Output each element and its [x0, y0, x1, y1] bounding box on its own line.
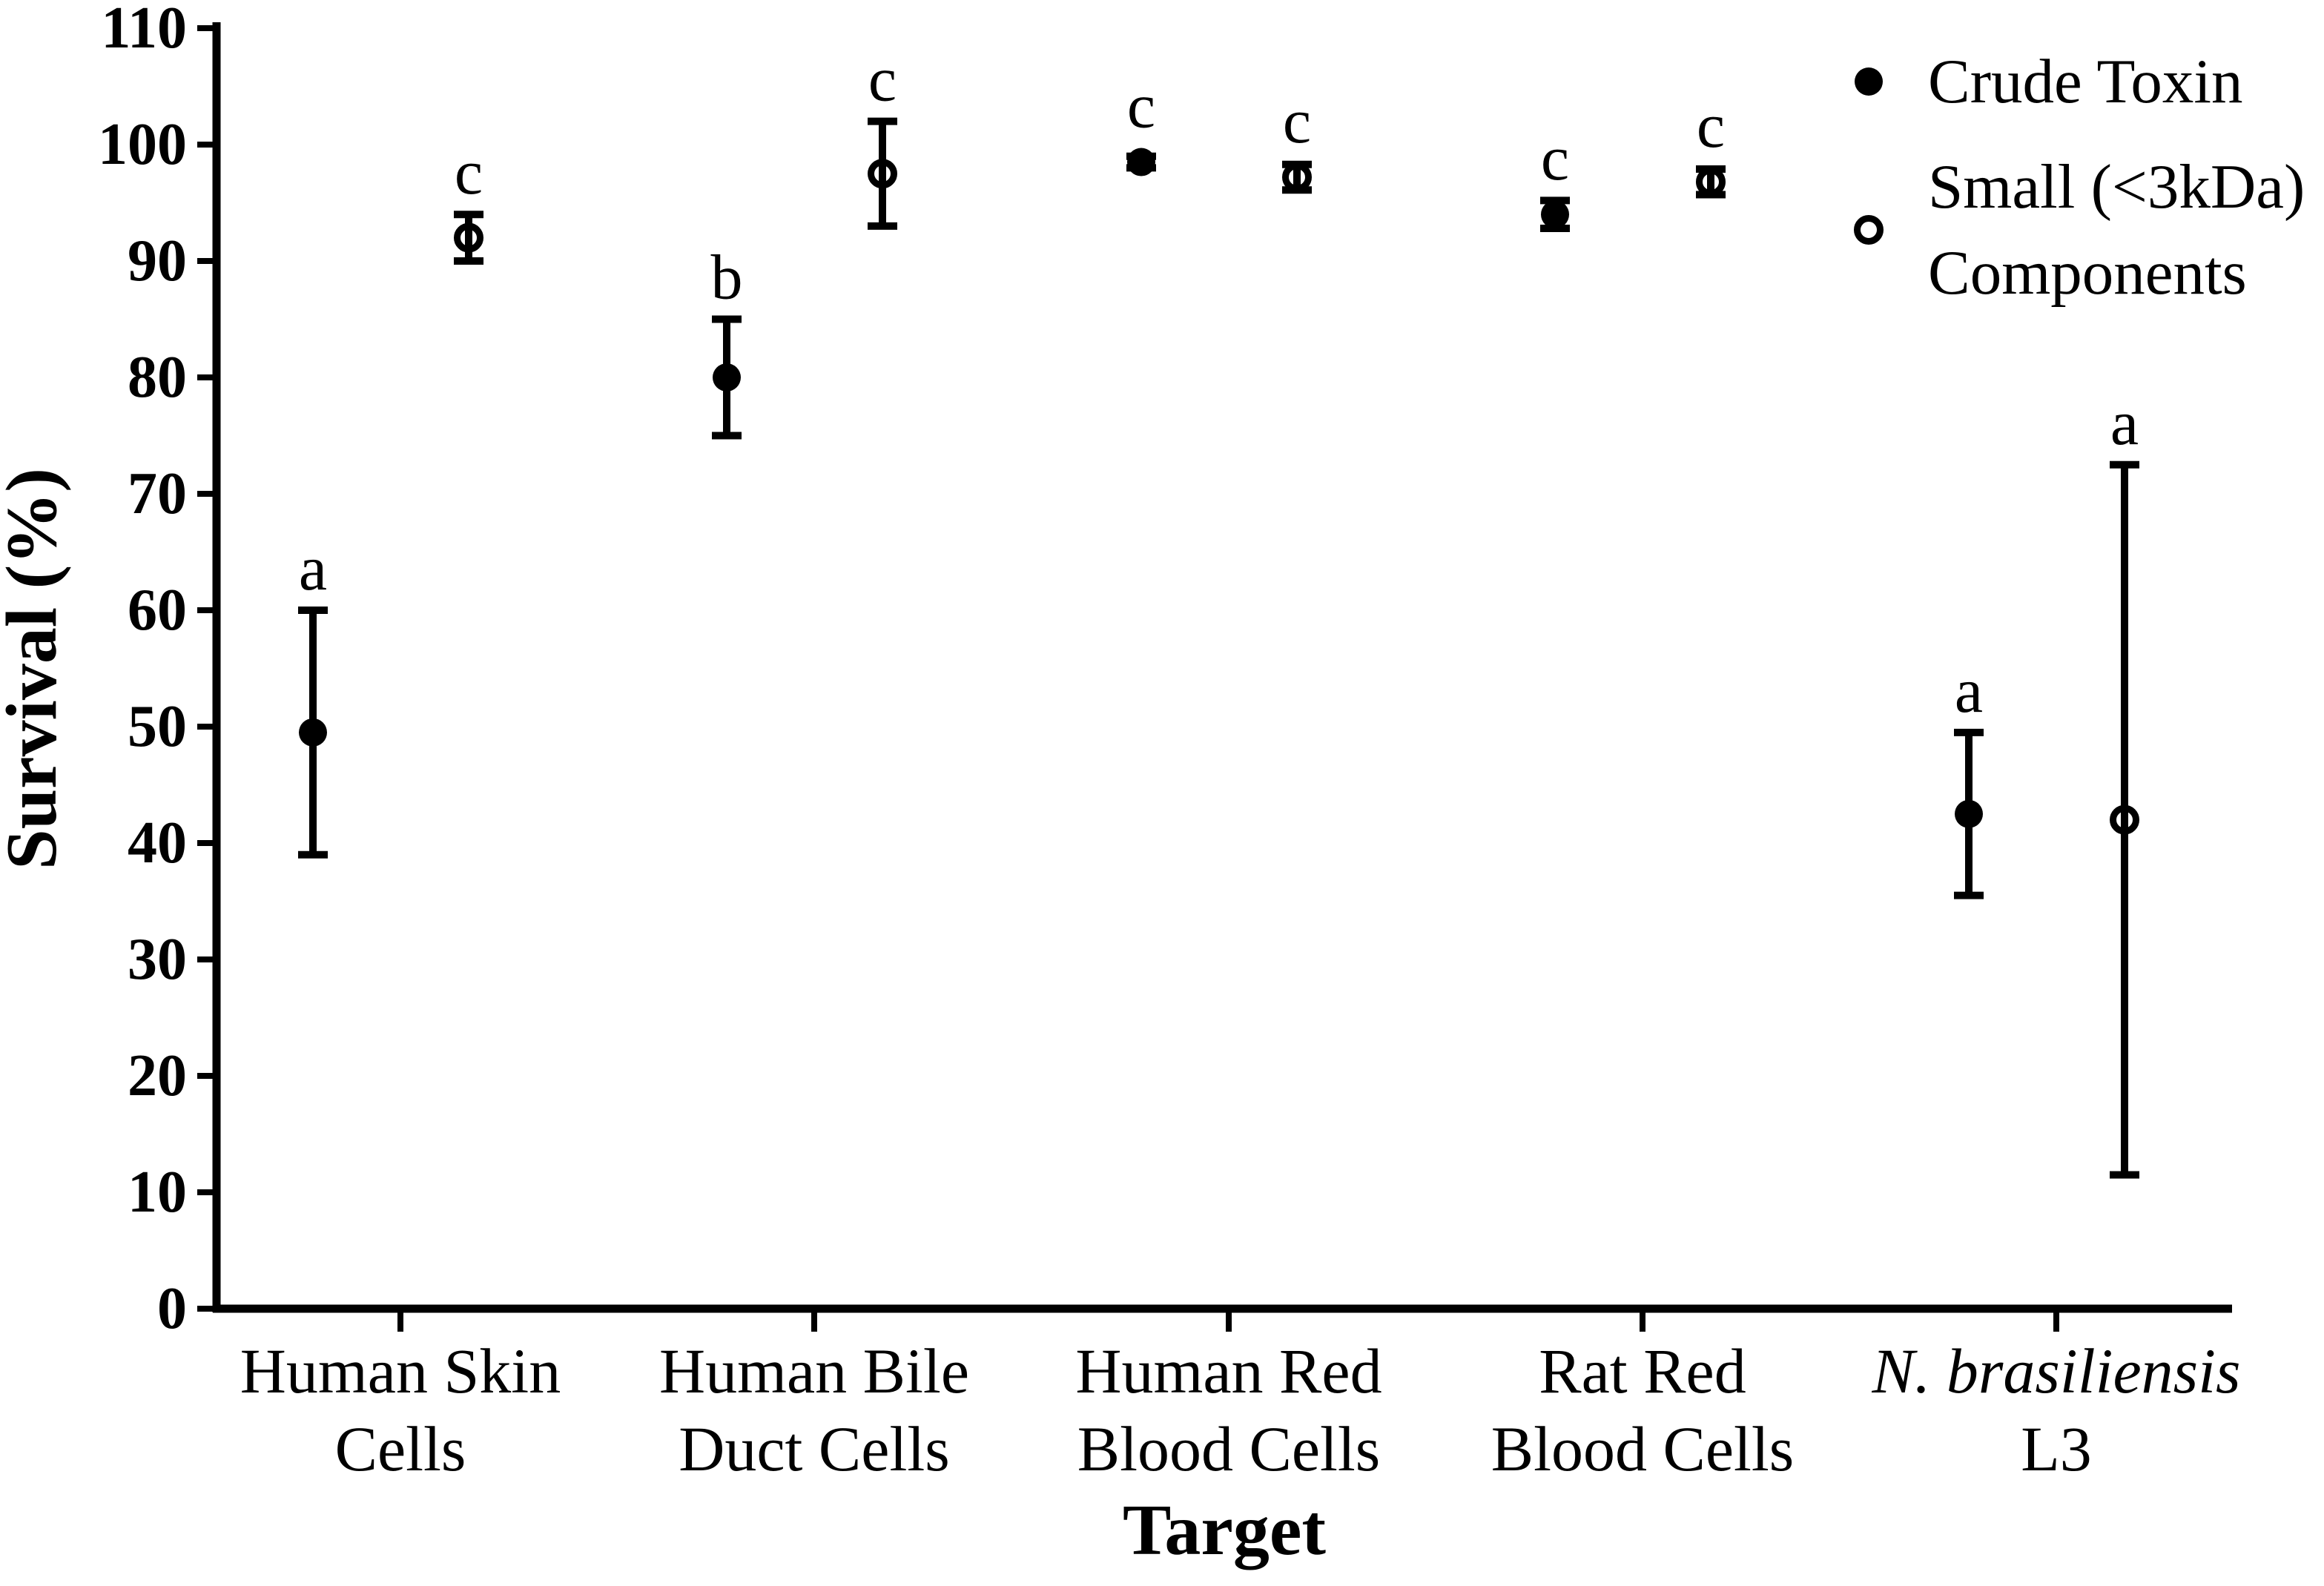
- data-point-group: a: [1954, 655, 1984, 899]
- y-tick-label: 10: [128, 1160, 187, 1225]
- y-tick-label: 30: [128, 927, 187, 992]
- data-point-group: a: [298, 532, 328, 859]
- y-tick-label: 50: [128, 694, 187, 759]
- x-category-label: Human Bile: [659, 1335, 969, 1407]
- significance-letter: a: [1955, 655, 1983, 726]
- x-category-label: N. brasiliensis: [1872, 1335, 2241, 1407]
- x-category-label: Duct Cells: [679, 1413, 949, 1484]
- data-point-group: c: [1540, 122, 1570, 233]
- legend-label: Components: [1928, 238, 2247, 308]
- data-point-group: b: [711, 242, 743, 440]
- legend-label: Crude Toxin: [1928, 47, 2243, 116]
- y-axis-title: Survival (%): [0, 468, 72, 870]
- x-axis-title: Target: [1123, 1490, 1326, 1570]
- data-point-group: c: [454, 136, 483, 265]
- significance-letter: c: [1127, 70, 1155, 142]
- significance-letter: c: [1697, 90, 1725, 161]
- x-category-label: Human Skin: [240, 1335, 561, 1407]
- y-tick-label: 20: [128, 1043, 187, 1108]
- x-category-label: Rat Red: [1539, 1335, 1746, 1407]
- data-point-group: c: [868, 44, 897, 230]
- x-category-label: Human Red: [1075, 1335, 1381, 1407]
- significance-letter: c: [868, 44, 897, 115]
- x-category-label: Cells: [335, 1413, 466, 1484]
- significance-letter: c: [455, 136, 483, 208]
- y-tick-label: 100: [98, 112, 187, 177]
- y-tick-label: 60: [128, 578, 187, 643]
- data-point-group: c: [1696, 90, 1726, 199]
- x-category-label: Blood Cells: [1491, 1413, 1795, 1484]
- y-tick-label: 40: [128, 810, 187, 876]
- x-category-label: Blood Cells: [1077, 1413, 1381, 1484]
- y-tick-label: 110: [101, 0, 187, 61]
- significance-letter: a: [2110, 387, 2139, 458]
- legend-label: Small (<3kDa): [1928, 152, 2305, 222]
- legend-open-circle-icon: [1854, 215, 1884, 245]
- series-small-components: c c c c a: [454, 44, 2139, 1179]
- data-point-group: c: [1282, 85, 1312, 194]
- data-point-group: a: [2110, 387, 2139, 1179]
- significance-letter: b: [711, 242, 743, 313]
- data-point-group: c: [1126, 70, 1156, 176]
- y-tick-label: 70: [128, 461, 187, 526]
- legend-filled-circle-icon: [1855, 67, 1883, 96]
- y-tick-label: 80: [128, 345, 187, 410]
- significance-letter: c: [1283, 85, 1311, 156]
- y-tick-label: 0: [157, 1276, 187, 1341]
- y-tick-label: 90: [128, 228, 187, 294]
- significance-letter: c: [1541, 122, 1569, 194]
- x-category-label: L3: [2021, 1413, 2092, 1484]
- significance-letter: a: [299, 532, 327, 604]
- series-crude-toxin: a b c c a: [298, 70, 1984, 899]
